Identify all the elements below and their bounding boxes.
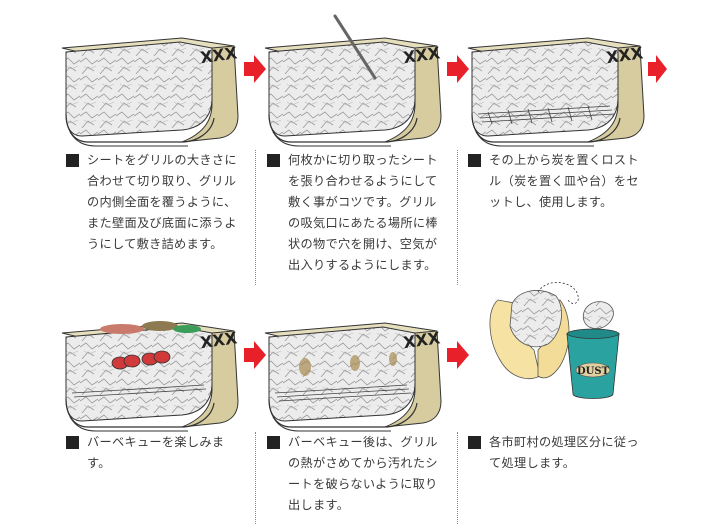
arrow-icon-5	[447, 341, 469, 369]
step-number: 1	[59, 154, 79, 167]
grill-illustration-2	[264, 14, 442, 147]
step-2: 2 何枚かに切り取ったシートを張り合わせるようにして敷く事がコツです。グリルの吸気…	[260, 150, 447, 276]
step-6: 6 各市町村の処理区分に従って処理します。	[461, 432, 648, 474]
trash-bin-icon: DUST	[566, 301, 620, 399]
step-text: その上から炭を置くロストル（炭を置く皿や台）をセットし、使用します。	[489, 153, 639, 209]
separator-line	[255, 432, 256, 524]
grill-illustration-4	[61, 321, 239, 432]
arrow-icon-2	[447, 55, 469, 83]
arrow-icon-4	[244, 341, 266, 369]
step-text: 各市町村の処理区分に従って処理します。	[489, 435, 639, 470]
grill-illustration-5	[264, 322, 442, 432]
step-text: バーベキュー後は、グリルの熱がさめてから汚れたシートを破らないように取り出します…	[288, 435, 438, 512]
step-text: シートをグリルの大きさに合わせて切り取り、グリルの内側全面を覆うように、また壁面…	[87, 153, 237, 251]
bin-label: DUST	[577, 366, 610, 377]
step-1: 1 シートをグリルの大きさに合わせて切り取り、グリルの内側全面を覆うように、また壁…	[59, 150, 246, 255]
step-number: 6	[461, 436, 481, 449]
arrow-icon-1	[244, 55, 266, 83]
step-text: 何枚かに切り取ったシートを張り合わせるようにして敷く事がコツです。グリルの吸気口…	[288, 153, 438, 272]
step-number: 4	[59, 436, 79, 449]
separator-line	[457, 150, 458, 285]
step-number: 3	[461, 154, 481, 167]
step-5: 5 バーベキュー後は、グリルの熱がさめてから汚れたシートを破らないように取り出しま…	[260, 432, 447, 516]
step-number: 5	[260, 436, 280, 449]
step-text: バーベキューを楽しみます。	[87, 435, 225, 470]
separator-line	[255, 150, 256, 285]
hands-crumpling-foil-illustration	[489, 282, 579, 379]
step-3: 3 その上から炭を置くロストル（炭を置く皿や台）をセットし、使用します。	[461, 150, 648, 213]
arrow-icon-3	[648, 55, 667, 83]
separator-line	[457, 432, 458, 524]
step-number: 2	[260, 154, 280, 167]
grill-illustration-3	[467, 37, 645, 147]
step-4: 4 バーベキューを楽しみます。	[59, 432, 246, 474]
